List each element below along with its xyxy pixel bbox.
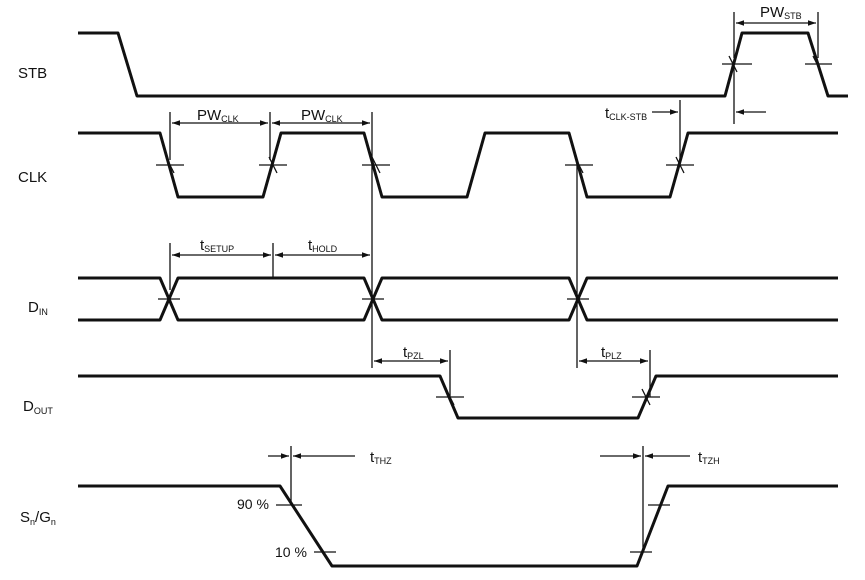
t-clk-stb-label: tCLK-STB: [605, 105, 647, 122]
sngn-label: Sn/Gn: [20, 509, 56, 527]
stb-waveform: [78, 12, 848, 98]
level-10-label: 10 %: [275, 544, 307, 560]
clk-label: CLK: [18, 169, 47, 186]
t-clk-stb-dimension: [652, 66, 766, 160]
pw-stb-label: PWSTB: [760, 4, 802, 21]
t-setup-label: tSETUP: [200, 237, 234, 254]
t-pzl-label: tPZL: [403, 344, 424, 361]
level-90-label: 90 %: [237, 496, 269, 512]
clk-waveform: [78, 112, 838, 199]
din-label: DIN: [28, 299, 48, 317]
dout-waveform: [78, 350, 838, 420]
dout-label: DOUT: [23, 398, 53, 416]
sngn-waveform: [78, 446, 838, 568]
stb-label: STB: [18, 65, 47, 82]
t-tzh-label: tTZH: [698, 449, 720, 466]
pw-clk-label-2: PWCLK: [301, 107, 343, 124]
t-plz-label: tPLZ: [601, 344, 622, 361]
din-waveform: [78, 165, 838, 368]
pw-clk-label-1: PWCLK: [197, 107, 239, 124]
t-hold-label: tHOLD: [308, 237, 338, 254]
t-thz-label: tTHZ: [370, 449, 392, 466]
